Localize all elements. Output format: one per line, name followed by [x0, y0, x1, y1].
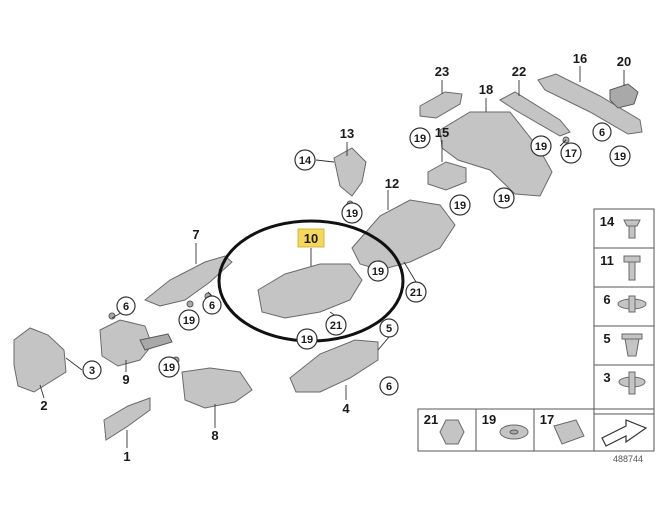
part-7[interactable] [144, 255, 233, 307]
callout-circle-21a [405, 281, 427, 303]
legend-label-19: 19 [482, 412, 496, 427]
label-7: 7 [192, 227, 199, 242]
part-8[interactable] [181, 367, 253, 409]
callout-circle-14 [294, 149, 316, 171]
leader-lines [39, 66, 625, 448]
label-14: 14 [299, 155, 312, 167]
part-9-arm[interactable] [139, 333, 173, 351]
fastener-5-icon [621, 333, 643, 340]
part-9[interactable] [99, 319, 153, 367]
part-2[interactable] [13, 327, 67, 393]
part-16[interactable] [537, 73, 643, 135]
fastener-19 [186, 300, 194, 308]
callout-circle-19j [296, 328, 318, 350]
callout-circle-19d [493, 187, 515, 209]
callout-circle-21b [325, 314, 347, 336]
legend-label-11: 11 [600, 253, 614, 268]
label-2: 2 [40, 398, 47, 413]
direction-arrow-icon [601, 419, 648, 447]
label-19g: 19 [372, 266, 384, 278]
label-1: 1 [123, 449, 130, 464]
callout-circle-19i [158, 356, 180, 378]
label-19f: 19 [346, 208, 358, 220]
label-10-highlight [297, 228, 325, 248]
label-6a: 6 [123, 301, 129, 313]
callout-circle-6b [202, 295, 222, 315]
legend-label-6: 6 [603, 292, 610, 307]
reference-number: 488744 [613, 454, 643, 464]
label-6c: 6 [386, 381, 392, 393]
legend-label-5: 5 [603, 331, 610, 346]
label-6d: 6 [599, 127, 605, 139]
label-13: 13 [340, 126, 354, 141]
label-12: 12 [385, 176, 399, 191]
label-16: 16 [573, 51, 587, 66]
label-19h: 19 [183, 315, 195, 327]
label-19e: 19 [454, 200, 466, 212]
label-10: 10 [304, 231, 318, 246]
callout-circle-19f [341, 202, 363, 224]
label-9: 9 [122, 372, 129, 387]
callout-circle-17 [560, 142, 582, 164]
label-19j: 19 [301, 334, 313, 346]
callout-circle-19a [409, 127, 431, 149]
fastener-11-icon [623, 255, 641, 263]
label-23: 23 [435, 64, 449, 79]
callout-circle-19b [530, 135, 552, 157]
legend-label-3: 3 [603, 370, 610, 385]
part-4[interactable] [289, 339, 379, 393]
part-1[interactable] [103, 397, 151, 441]
part-22[interactable] [499, 91, 571, 137]
label-18: 18 [479, 82, 493, 97]
legend-bottom: 21 19 17 [417, 408, 655, 452]
nut-21-icon [439, 419, 465, 445]
part-23[interactable] [419, 91, 463, 119]
label-21b: 21 [330, 320, 342, 332]
label-20: 20 [617, 54, 631, 69]
label-8: 8 [211, 428, 218, 443]
callout-circle-19g [367, 260, 389, 282]
label-5: 5 [386, 323, 392, 335]
label-19b: 19 [535, 141, 547, 153]
part-15[interactable] [427, 161, 467, 191]
label-3: 3 [89, 365, 95, 377]
fastener-14-icon [623, 219, 641, 227]
part-10[interactable] [257, 263, 363, 319]
callout-circle-6d [592, 122, 612, 142]
label-21a: 21 [410, 287, 422, 299]
legend-right: 14 11 6 5 3 [593, 208, 655, 415]
callout-circle-19e [449, 194, 471, 216]
label-19d: 19 [498, 193, 510, 205]
label-6b: 6 [209, 300, 215, 312]
label-15: 15 [435, 125, 449, 140]
label-22: 22 [512, 64, 526, 79]
fastener-6 [108, 312, 116, 320]
legend-label-14: 14 [600, 214, 615, 229]
label-19a: 19 [414, 133, 426, 145]
label-19c: 19 [614, 151, 626, 163]
part-20[interactable] [609, 83, 639, 109]
callout-circle-19h [178, 309, 200, 331]
part-18[interactable] [439, 111, 553, 197]
part-13[interactable] [333, 147, 367, 197]
callout-circle-6a [116, 296, 136, 316]
callout-circle-19c [609, 145, 631, 167]
clip-17-icon [553, 419, 585, 445]
callout-circle-5 [379, 318, 399, 338]
callout-circle-6c [379, 376, 399, 396]
legend-label-21: 21 [424, 412, 438, 427]
label-17: 17 [565, 148, 577, 160]
label-19i: 19 [163, 362, 175, 374]
callout-circle-3 [82, 360, 102, 380]
label-4: 4 [342, 401, 350, 416]
legend-label-17: 17 [540, 412, 554, 427]
